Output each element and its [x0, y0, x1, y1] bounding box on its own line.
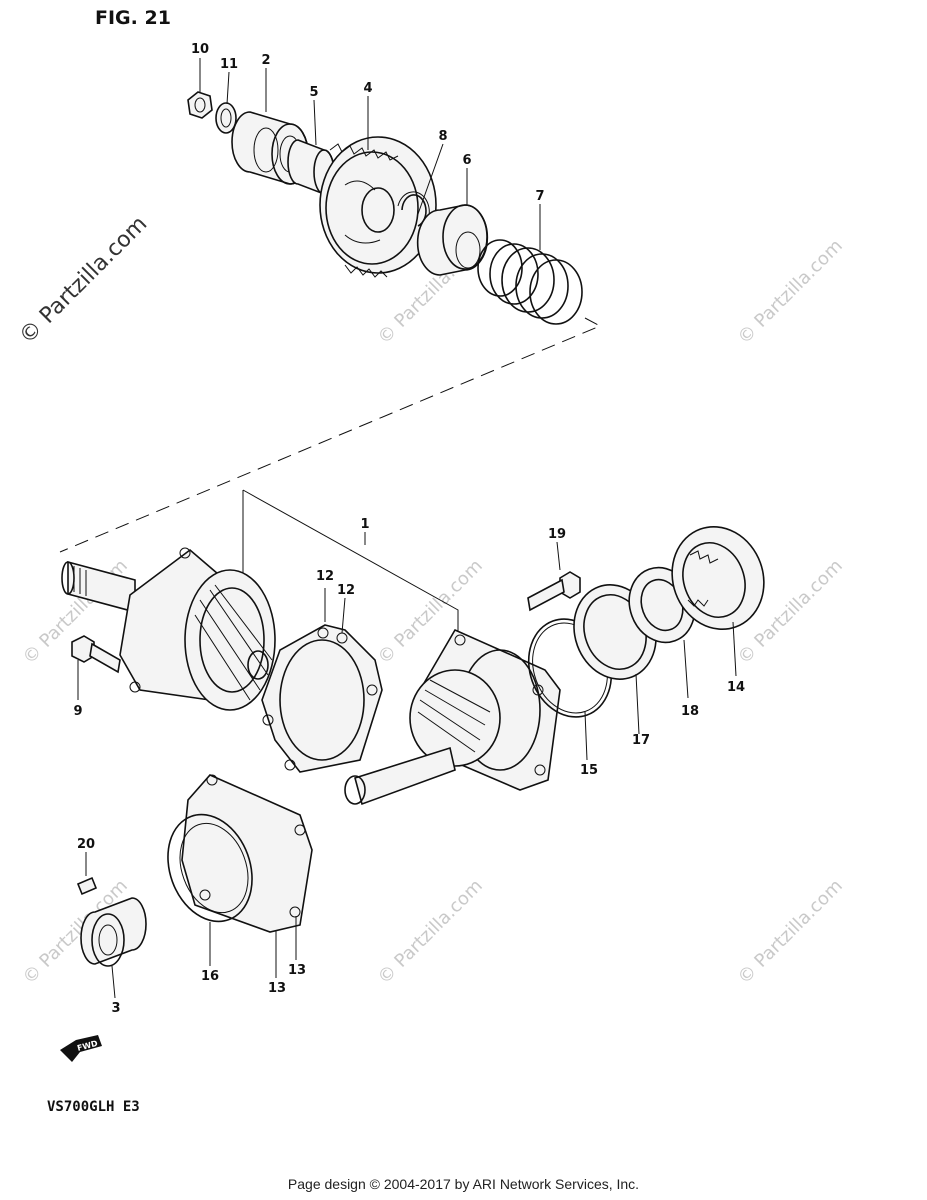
bolt-19	[527, 571, 581, 612]
pin-20	[76, 876, 98, 896]
callout-17: 17	[632, 733, 650, 748]
callout-2: 2	[261, 53, 270, 68]
callout-8: 8	[438, 129, 447, 144]
figure-title: FIG. 21	[95, 7, 171, 29]
needle-bearing-3	[80, 897, 147, 967]
callout-13: 13	[288, 963, 306, 978]
spring-7	[477, 239, 583, 325]
callout-18: 18	[681, 704, 699, 719]
callout-9: 9	[73, 704, 82, 719]
watermark: © Partzilla.com	[374, 875, 487, 988]
pinion-housing	[344, 628, 561, 806]
callout-3: 3	[111, 1001, 120, 1016]
fwd-arrow-icon: FWD	[60, 1035, 102, 1062]
gasket-12	[261, 624, 383, 773]
bolt-9	[71, 635, 121, 674]
callout-6: 6	[462, 153, 471, 168]
watermark-main: © Partzilla.com	[15, 212, 153, 350]
callout-7: 7	[535, 189, 544, 204]
collar-6	[416, 204, 489, 276]
callout-11: 11	[220, 57, 238, 72]
callout-14: 14	[727, 680, 745, 695]
drive-shaft-gear	[61, 547, 276, 711]
callout-13: 13	[268, 981, 286, 996]
callout-4: 4	[363, 81, 372, 96]
gear-4	[319, 136, 437, 278]
leader-lines	[77, 58, 737, 999]
callout-10: 10	[191, 42, 209, 57]
callouts: 10 11 2 5 4 8 6 7 1 12 12 19 9 15 17 18 …	[73, 42, 745, 1016]
callout-15: 15	[580, 763, 598, 778]
washer-11	[215, 102, 237, 134]
watermark: © Partzilla.com	[734, 235, 847, 348]
model-code: VS700GLH E3	[47, 1099, 140, 1115]
nut-10	[187, 91, 213, 119]
lock-nut-14	[671, 525, 765, 631]
shim-16	[167, 813, 253, 923]
callout-19: 19	[548, 527, 566, 542]
callout-1: 1	[360, 517, 369, 532]
callout-12: 12	[316, 569, 334, 584]
callout-20: 20	[77, 837, 95, 852]
callout-5: 5	[309, 85, 318, 100]
page-footer: Page design © 2004-2017 by ARI Network S…	[287, 1176, 640, 1192]
callout-12: 12	[337, 583, 355, 598]
callout-16: 16	[201, 969, 219, 984]
watermark: © Partzilla.com	[734, 875, 847, 988]
